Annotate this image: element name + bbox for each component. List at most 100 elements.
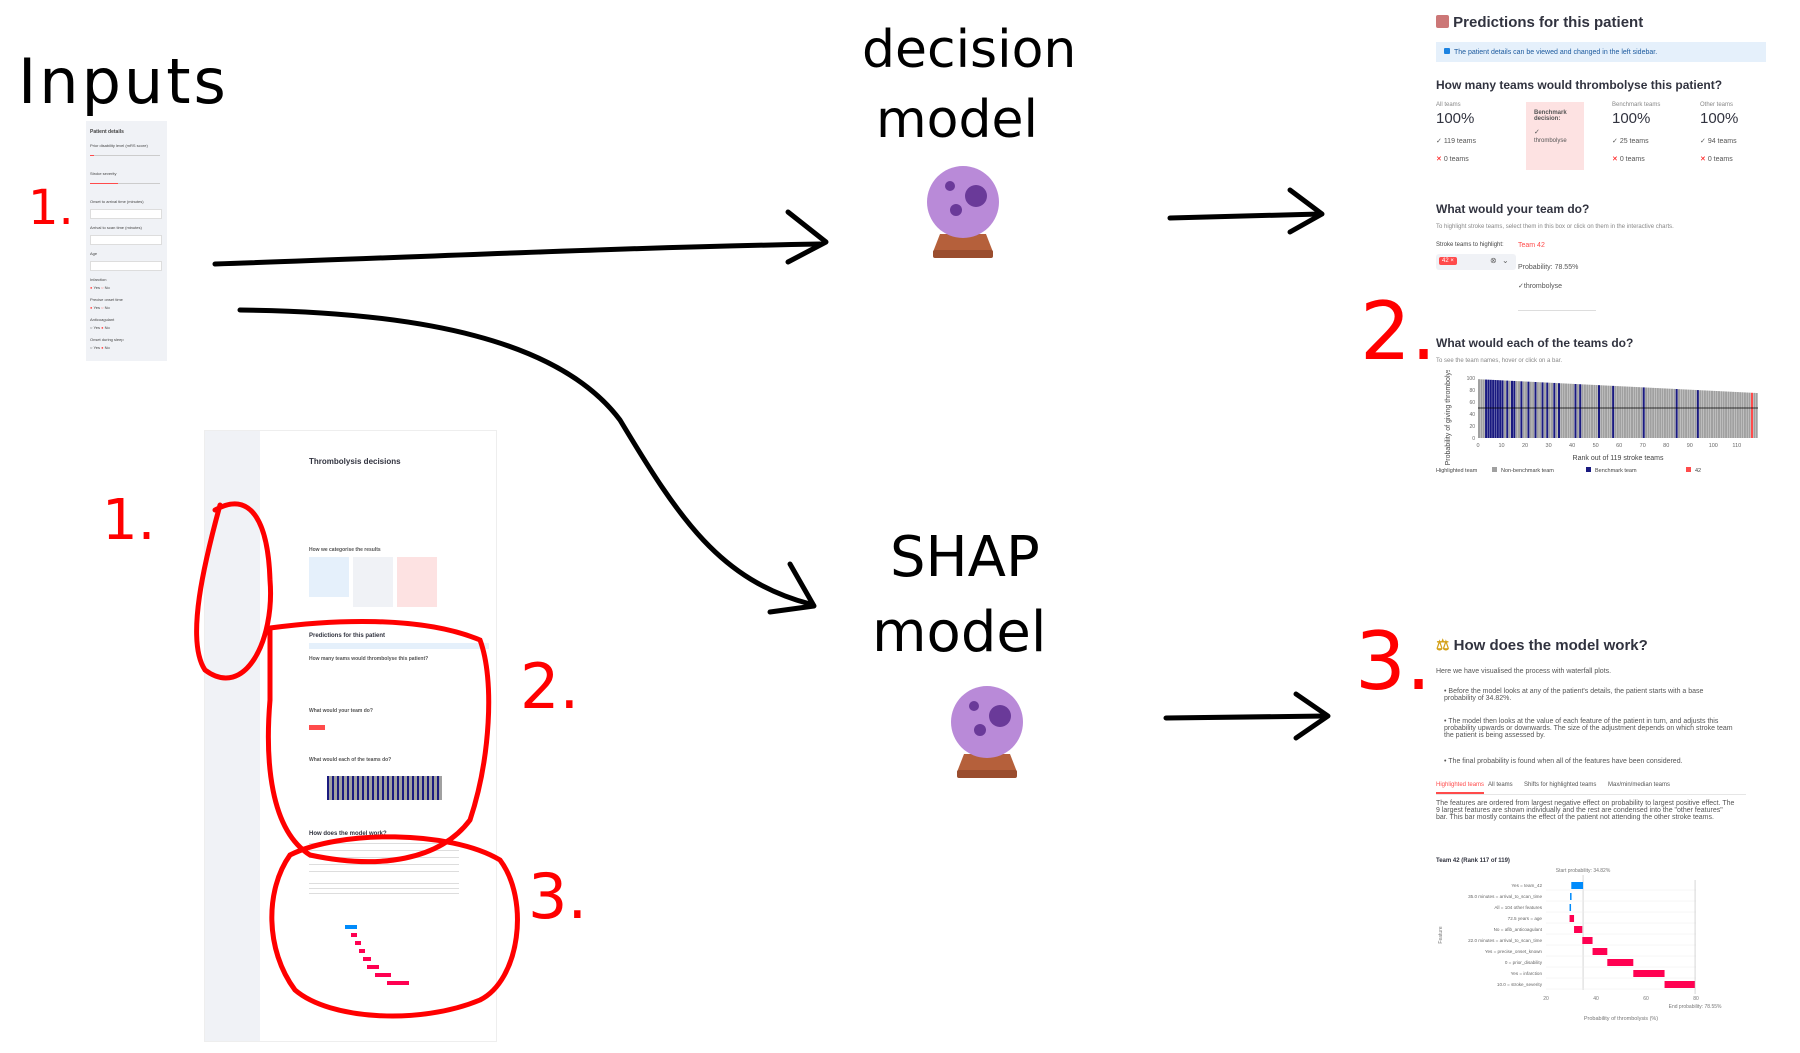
rank-bar[interactable]: [1576, 384, 1579, 438]
rank-bar[interactable]: [1574, 383, 1577, 438]
rank-bar[interactable]: [1593, 384, 1596, 438]
rank-bar[interactable]: [1499, 380, 1502, 438]
rank-bar[interactable]: [1741, 392, 1744, 438]
rank-bar[interactable]: [1548, 382, 1551, 438]
rank-bar[interactable]: [1612, 385, 1615, 438]
rank-bar[interactable]: [1619, 386, 1622, 438]
rank-bar[interactable]: [1518, 381, 1521, 438]
rank-bar[interactable]: [1598, 385, 1601, 438]
waterfall-bar[interactable]: [1592, 948, 1608, 955]
rank-bar[interactable]: [1680, 389, 1683, 438]
rank-bar[interactable]: [1558, 383, 1561, 438]
tab-all-teams[interactable]: All teams: [1488, 782, 1513, 788]
rank-bar[interactable]: [1687, 389, 1690, 438]
rank-bar[interactable]: [1565, 383, 1568, 438]
rank-bar[interactable]: [1661, 388, 1664, 438]
rank-bar[interactable]: [1727, 391, 1730, 438]
tab-highlighted-teams[interactable]: Highlighted teams: [1436, 782, 1485, 788]
rank-bar[interactable]: [1616, 386, 1619, 438]
waterfall-bar[interactable]: [1569, 904, 1572, 911]
rank-bar[interactable]: [1485, 379, 1488, 438]
rank-bar[interactable]: [1659, 388, 1662, 438]
rank-bar[interactable]: [1508, 380, 1511, 438]
rank-bar[interactable]: [1678, 389, 1681, 438]
rank-bar[interactable]: [1489, 379, 1492, 438]
rank-bar[interactable]: [1755, 393, 1758, 438]
rank-bar[interactable]: [1583, 384, 1586, 438]
rank-bar-chart[interactable]: Probability of giving thrombolysis (%)02…: [1436, 370, 1776, 500]
rank-bar[interactable]: [1480, 379, 1483, 438]
rank-bar[interactable]: [1496, 380, 1499, 438]
rank-bar[interactable]: [1750, 392, 1753, 438]
rank-bar[interactable]: [1602, 385, 1605, 438]
rank-bar[interactable]: [1605, 385, 1608, 438]
rank-bar[interactable]: [1607, 385, 1610, 438]
rank-bar[interactable]: [1506, 380, 1509, 438]
rank-bar[interactable]: [1696, 390, 1699, 438]
waterfall-bar[interactable]: [1664, 981, 1696, 988]
waterfall-bar[interactable]: [1607, 959, 1634, 966]
rank-bar[interactable]: [1553, 382, 1556, 438]
rank-bar[interactable]: [1595, 385, 1598, 438]
rank-bar[interactable]: [1536, 382, 1539, 438]
rank-bar[interactable]: [1666, 388, 1669, 438]
rank-bar[interactable]: [1567, 383, 1570, 438]
rank-bar[interactable]: [1614, 385, 1617, 438]
rank-bar[interactable]: [1670, 388, 1673, 438]
rank-bar[interactable]: [1586, 384, 1589, 438]
rank-bar[interactable]: [1708, 390, 1711, 438]
rank-bar[interactable]: [1736, 392, 1739, 438]
rank-bar[interactable]: [1525, 381, 1528, 438]
rank-bar[interactable]: [1663, 388, 1666, 438]
rank-bar[interactable]: [1527, 381, 1530, 438]
rank-bar[interactable]: [1560, 383, 1563, 438]
rank-bar[interactable]: [1729, 391, 1732, 438]
rank-bar[interactable]: [1623, 386, 1626, 438]
tab-max-min-median[interactable]: Max/min/median teams: [1608, 782, 1671, 788]
rank-bar[interactable]: [1492, 379, 1495, 438]
rank-bar[interactable]: [1725, 391, 1728, 438]
rank-bar[interactable]: [1640, 387, 1643, 438]
rank-bar[interactable]: [1652, 387, 1655, 438]
rank-bar[interactable]: [1692, 389, 1695, 438]
waterfall-bar[interactable]: [1574, 926, 1583, 933]
rank-bar[interactable]: [1638, 387, 1641, 438]
rank-bar[interactable]: [1520, 381, 1523, 438]
rank-bar[interactable]: [1753, 392, 1756, 438]
rank-bar[interactable]: [1482, 379, 1485, 438]
rank-bar[interactable]: [1685, 389, 1688, 438]
rank-bar[interactable]: [1550, 382, 1553, 438]
rank-bar[interactable]: [1588, 384, 1591, 438]
rank-bar[interactable]: [1581, 384, 1584, 438]
rank-bar[interactable]: [1609, 385, 1612, 438]
waterfall-bar[interactable]: [1633, 970, 1665, 977]
rank-bar[interactable]: [1713, 390, 1716, 438]
tab-shifts[interactable]: Shifts for highlighted teams: [1524, 782, 1597, 788]
chevron-down-icon[interactable]: ⌄: [1502, 256, 1509, 265]
rank-bar[interactable]: [1668, 388, 1671, 438]
rank-bar[interactable]: [1628, 386, 1631, 438]
rank-bar[interactable]: [1635, 387, 1638, 438]
rank-bar[interactable]: [1710, 390, 1713, 438]
rank-bar[interactable]: [1743, 392, 1746, 438]
rank-bar[interactable]: [1572, 383, 1575, 438]
rank-bar[interactable]: [1734, 391, 1737, 438]
rank-bar[interactable]: [1732, 391, 1735, 438]
waterfall-bar[interactable]: [1570, 893, 1572, 900]
rank-bar[interactable]: [1532, 381, 1535, 438]
rank-bar[interactable]: [1748, 392, 1751, 438]
rank-bar[interactable]: [1555, 383, 1558, 438]
rank-bar[interactable]: [1529, 381, 1532, 438]
rank-bar[interactable]: [1630, 386, 1633, 438]
waterfall-bar[interactable]: [1582, 937, 1593, 944]
rank-bar[interactable]: [1600, 385, 1603, 438]
rank-bar[interactable]: [1501, 380, 1504, 438]
rank-bar[interactable]: [1503, 380, 1506, 438]
clear-icon[interactable]: ⊗: [1490, 256, 1497, 265]
rank-bar[interactable]: [1543, 382, 1546, 438]
rank-bar[interactable]: [1534, 382, 1537, 438]
rank-bar[interactable]: [1675, 389, 1678, 438]
rank-bar[interactable]: [1673, 388, 1676, 438]
rank-bar[interactable]: [1522, 381, 1525, 438]
selected-team-tag[interactable]: 42 ×: [1439, 257, 1457, 265]
